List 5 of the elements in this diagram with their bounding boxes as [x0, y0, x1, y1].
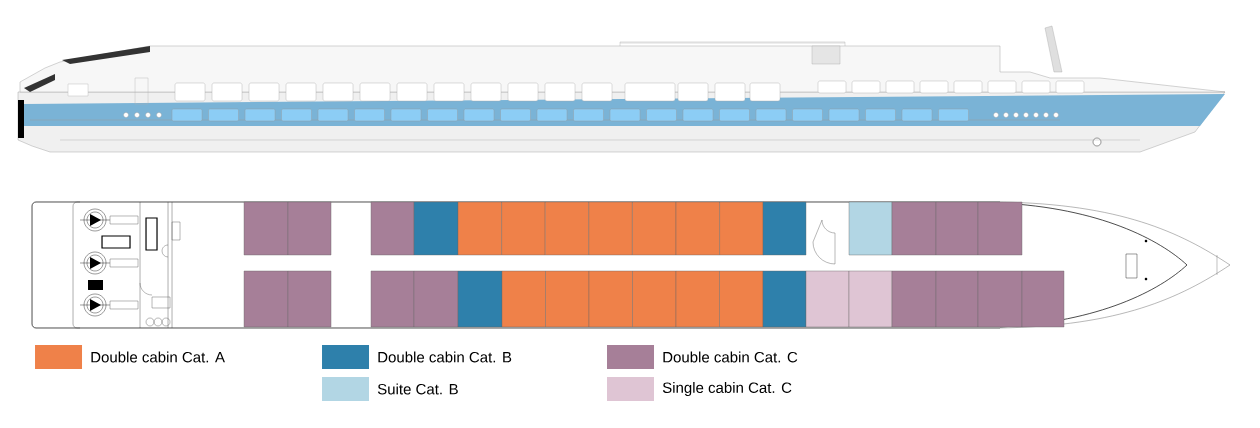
legend-label: Double cabin Cat. C: [663, 351, 798, 363]
legend-label: Double cabin Cat. A: [91, 351, 225, 363]
legend-label: Suite Cat. B: [377, 383, 458, 395]
legend-label: Single cabin Cat. C: [662, 382, 792, 396]
legend-label: Double cabin Cat. B: [378, 351, 512, 363]
